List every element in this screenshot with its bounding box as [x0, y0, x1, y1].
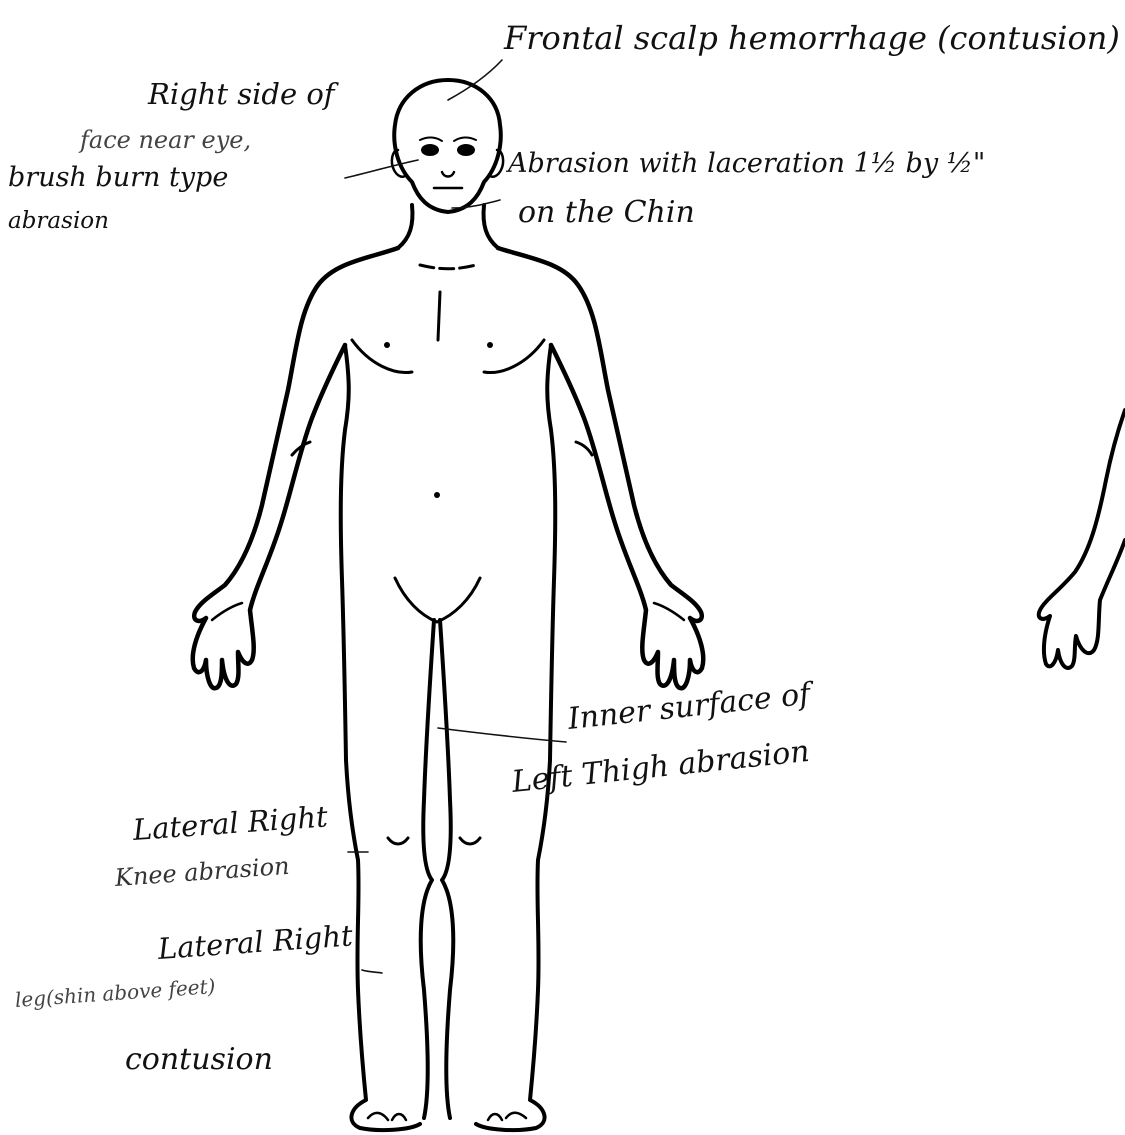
right-side-outline: [193, 248, 398, 688]
chin-leader: [452, 200, 500, 208]
front-body-figure: [193, 80, 704, 1130]
face-annotation-line-3: brush burn type: [8, 164, 228, 191]
leg-leader: [362, 970, 382, 973]
nose: [442, 172, 454, 177]
navel: [434, 492, 440, 498]
chin-annotation-line-2: on the Chin: [518, 198, 695, 228]
thigh-leader: [438, 728, 566, 742]
left-eye: [457, 144, 475, 156]
face-annotation-line-2: face near eye,: [80, 128, 251, 152]
face-annotation-line-1: Right side of: [148, 80, 335, 109]
scalp-annotation: Frontal scalp hemorrhage (contusion): [504, 22, 1120, 54]
back-body-figure-partial: [1039, 410, 1125, 668]
leg-annotation-line-3: contusion: [125, 1045, 273, 1075]
right-eye: [421, 144, 439, 156]
face-annotation-line-4: abrasion: [8, 210, 109, 233]
chin-annotation-line-1: Abrasion with laceration 1½ by ½": [508, 150, 985, 177]
left-side-outline: [498, 248, 703, 688]
